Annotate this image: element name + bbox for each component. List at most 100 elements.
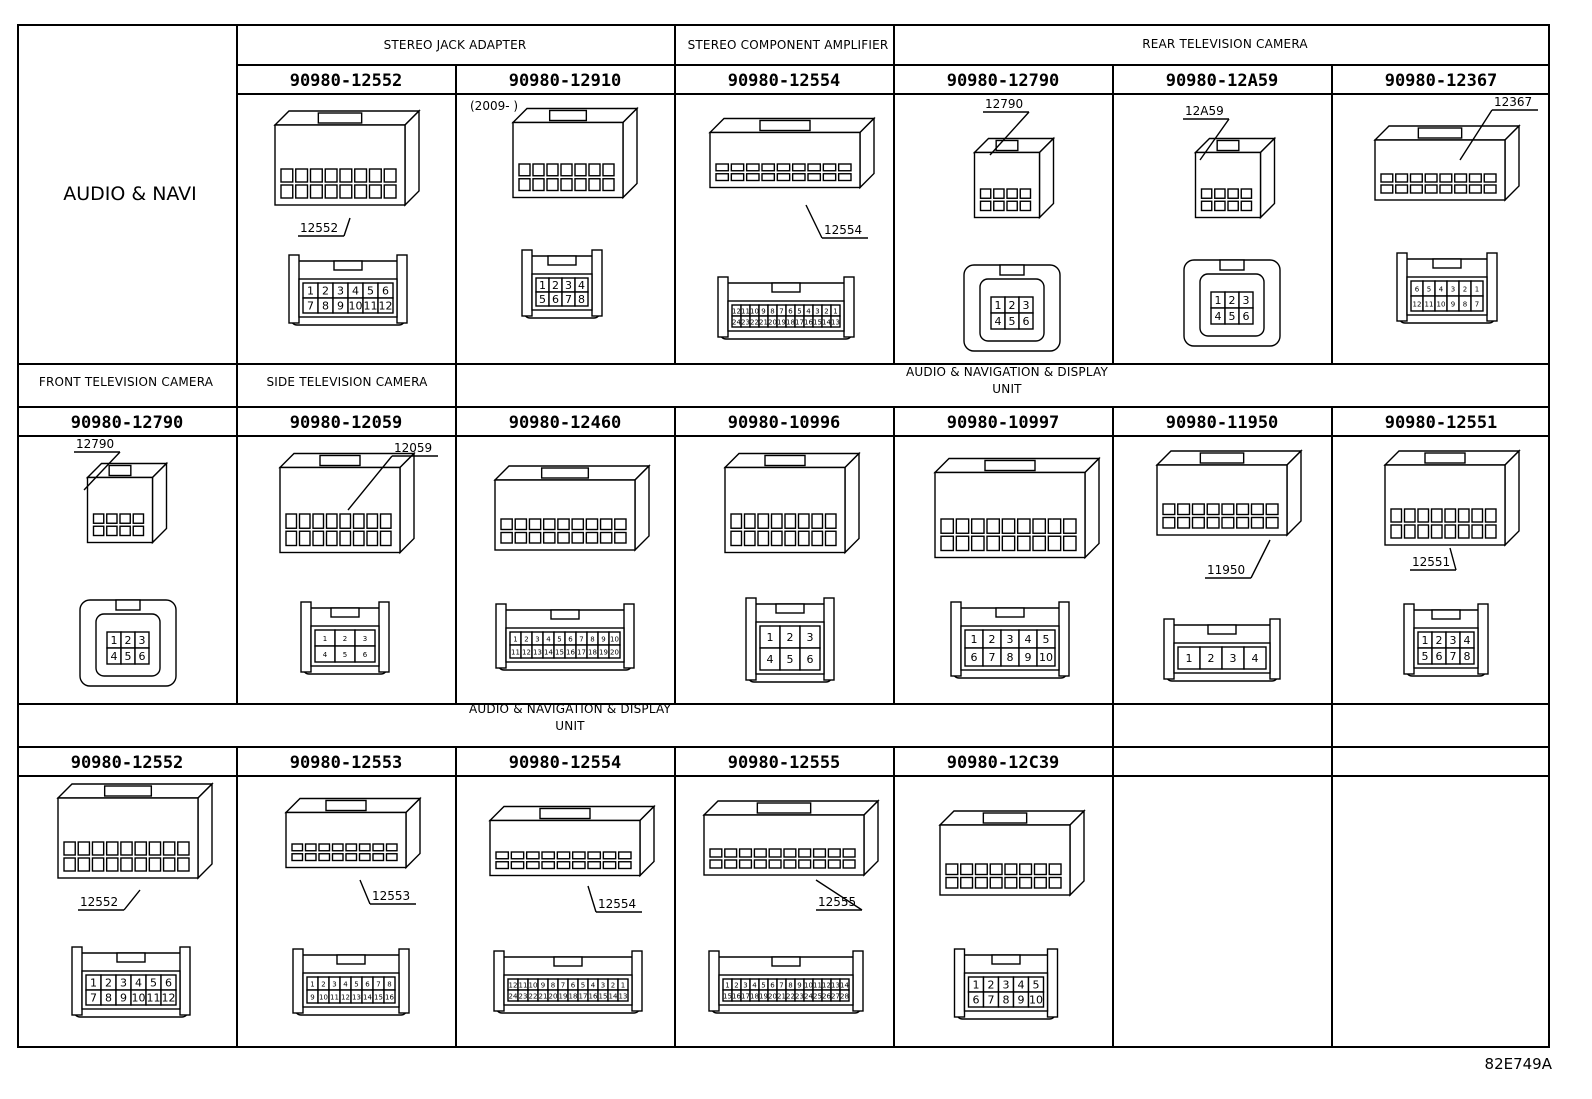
pin-number: 4 <box>323 651 328 659</box>
svg-text:3: 3 <box>139 634 146 647</box>
pin-number: 18 <box>588 649 597 657</box>
connector-12554-drawing <box>708 116 876 190</box>
pin-number: 18 <box>569 993 578 1001</box>
pin-number: 11 <box>330 994 339 1002</box>
pin-number: 2 <box>343 635 347 643</box>
svg-text:2: 2 <box>125 634 132 647</box>
pin-number: 5 <box>354 981 358 989</box>
pin-number: 16 <box>804 319 813 327</box>
pin-number: 9 <box>1018 994 1025 1007</box>
pin-number: 10 <box>804 982 813 990</box>
pin-number: 14 <box>363 994 372 1002</box>
pin-number: 12 <box>522 649 531 657</box>
svg-text:1: 1 <box>111 634 118 647</box>
pin-number: 9 <box>120 992 127 1005</box>
code-label: 12790 <box>76 437 114 451</box>
pin-number: 5 <box>367 285 374 298</box>
connector-12910-drawing <box>511 106 639 200</box>
pin-number: 14 <box>544 649 553 657</box>
pin-number: 3 <box>601 982 605 990</box>
group-display-unit-b-line2: UNIT <box>555 719 585 733</box>
part-number: 90980-10996 <box>728 413 841 433</box>
svg-text:5: 5 <box>125 650 132 663</box>
pin-number: 5 <box>787 653 794 666</box>
connector-10996-drawing <box>723 451 861 555</box>
leader-line <box>123 889 141 911</box>
pin-number: 3 <box>565 279 572 292</box>
pin-number: 3 <box>1451 286 1455 294</box>
pin-number: 6 <box>365 981 370 989</box>
pin-number: 3 <box>120 977 127 990</box>
pin-number: 9 <box>1025 651 1032 664</box>
pin-cell <box>383 989 396 1004</box>
part-number: 90980-12C39 <box>947 753 1060 773</box>
pin-cell <box>354 645 376 663</box>
pin-number: 11 <box>741 308 750 316</box>
chart-frame <box>17 24 1550 1048</box>
pin-number: 14 <box>609 993 618 1001</box>
pin-number: 5 <box>797 308 801 316</box>
pin-number: 20 <box>768 993 777 1001</box>
pin-number: 1 <box>539 279 546 292</box>
part-number: 90980-12910 <box>509 71 622 91</box>
leader-line <box>805 204 823 239</box>
pin-cell <box>830 315 841 328</box>
pin-number: 10 <box>529 982 538 990</box>
code-label: 12552 <box>80 895 118 909</box>
pin-number: 1 <box>833 308 837 316</box>
pin-number: 9 <box>601 636 605 644</box>
pin-number: 2 <box>524 636 528 644</box>
pin-number: 6 <box>770 982 775 990</box>
pin-number: 6 <box>568 636 573 644</box>
pin-number: 15 <box>374 994 383 1002</box>
code-label: 12551 <box>1412 555 1450 569</box>
pin-number: 13 <box>533 649 542 657</box>
pin-number: 22 <box>786 993 795 1001</box>
connector-12555-drawing <box>702 799 880 877</box>
pin-number: 19 <box>559 993 568 1001</box>
pin-number: 14 <box>822 319 831 327</box>
pin-number: 4 <box>352 285 359 298</box>
pin-number: 11 <box>147 992 161 1005</box>
connector-12552-b-drawing <box>56 782 214 880</box>
pin-number: 13 <box>831 319 840 327</box>
pin-number: 8 <box>322 300 329 313</box>
connector-12A59-drawing <box>1193 136 1277 220</box>
pin-number: 17 <box>795 319 804 327</box>
part-number: 90980-10997 <box>947 413 1060 433</box>
pin-number: 9 <box>797 982 801 990</box>
pin-number: 8 <box>590 636 594 644</box>
pin-number: 8 <box>387 981 391 989</box>
leader-line <box>1449 547 1457 571</box>
connector-12C39-drawing <box>938 809 1086 897</box>
pin-number: 21 <box>539 993 548 1001</box>
pin-number: 23 <box>795 993 804 1001</box>
pin-number: 1 <box>1186 652 1193 665</box>
pin-cell <box>839 989 850 1002</box>
pin-number: 5 <box>761 982 765 990</box>
pin-number: 2 <box>989 633 996 646</box>
pin-number: 6 <box>1415 286 1420 294</box>
pin-number: 5 <box>557 636 561 644</box>
pin-number: 4 <box>1464 634 1471 647</box>
svg-text:6: 6 <box>1243 310 1250 323</box>
group-display-unit-b-line1: AUDIO & NAVIGATION & DISPLAY <box>469 702 671 716</box>
pin-number: 8 <box>105 992 112 1005</box>
pin-number: 22 <box>529 993 538 1001</box>
pin-number: 8 <box>578 293 585 306</box>
connector-12552-drawing <box>273 109 421 207</box>
pin-number: 16 <box>566 649 575 657</box>
pin-number: 5 <box>150 977 157 990</box>
pin-number: 12 <box>509 982 518 990</box>
pin-number: 2 <box>787 631 794 644</box>
pin-number: 4 <box>752 982 757 990</box>
pin-number: 4 <box>546 636 551 644</box>
svg-text:5: 5 <box>1009 315 1016 328</box>
pin-number: 8 <box>788 982 792 990</box>
